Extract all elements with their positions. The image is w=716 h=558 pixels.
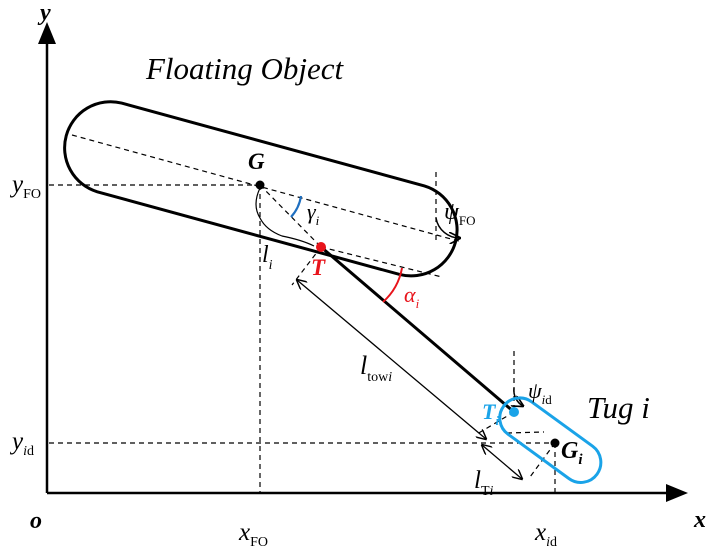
tug-tow-extension [476, 411, 515, 435]
x-fo-tick-label: xFO [238, 519, 268, 550]
gamma-label: γi [307, 199, 320, 228]
x-id-tick-label: xid [534, 519, 557, 550]
origin-label: o [30, 508, 42, 534]
psi-id-label: ψid [528, 378, 552, 407]
tow-line [320, 245, 515, 414]
alpha-arc [382, 267, 403, 303]
l-tow-label: ltowi [360, 351, 392, 385]
gi-center-point [550, 438, 560, 448]
tug-hull [498, 396, 603, 484]
g-label: G [248, 149, 265, 174]
floating-object-title: Floating Object [145, 51, 345, 86]
ti-label: Ti [482, 399, 499, 428]
l-ti-label: lTi [474, 467, 494, 499]
guide-lines [49, 184, 556, 493]
x-axis-arrow-icon [666, 484, 688, 502]
y-fo-tick-label: yFO [9, 171, 41, 202]
tow-direction-guide [320, 246, 443, 278]
y-id-tick-label: yid [9, 428, 34, 459]
y-axis-label: y [37, 0, 51, 26]
tug-title: Tug i [587, 390, 650, 425]
floating-object: Floating Object [63, 51, 463, 278]
l-tow-dimension-arrow [297, 280, 486, 439]
t-tow-point [316, 242, 326, 252]
psi-fo-arc [435, 217, 460, 238]
tug [498, 396, 603, 484]
tug-axis-extension [506, 431, 545, 434]
psi-fo-label: ψFO [444, 199, 476, 228]
gi-label: Gi [561, 438, 583, 468]
floating-object-centerline [71, 134, 463, 243]
x-axis-label: x [693, 507, 706, 533]
t-label: T [311, 255, 326, 280]
g-center-point [255, 180, 265, 190]
l-ti-dimension-arrow [482, 445, 522, 479]
ti-tow-point [509, 407, 519, 417]
axes: y x o [30, 0, 706, 534]
alpha-label: αi [404, 282, 420, 311]
g-to-t-guide [259, 184, 322, 248]
y-axis-arrow-icon [38, 22, 56, 44]
l-i-label: li [262, 242, 273, 273]
l-i-brace [255, 187, 315, 247]
gamma-arc [290, 195, 303, 218]
